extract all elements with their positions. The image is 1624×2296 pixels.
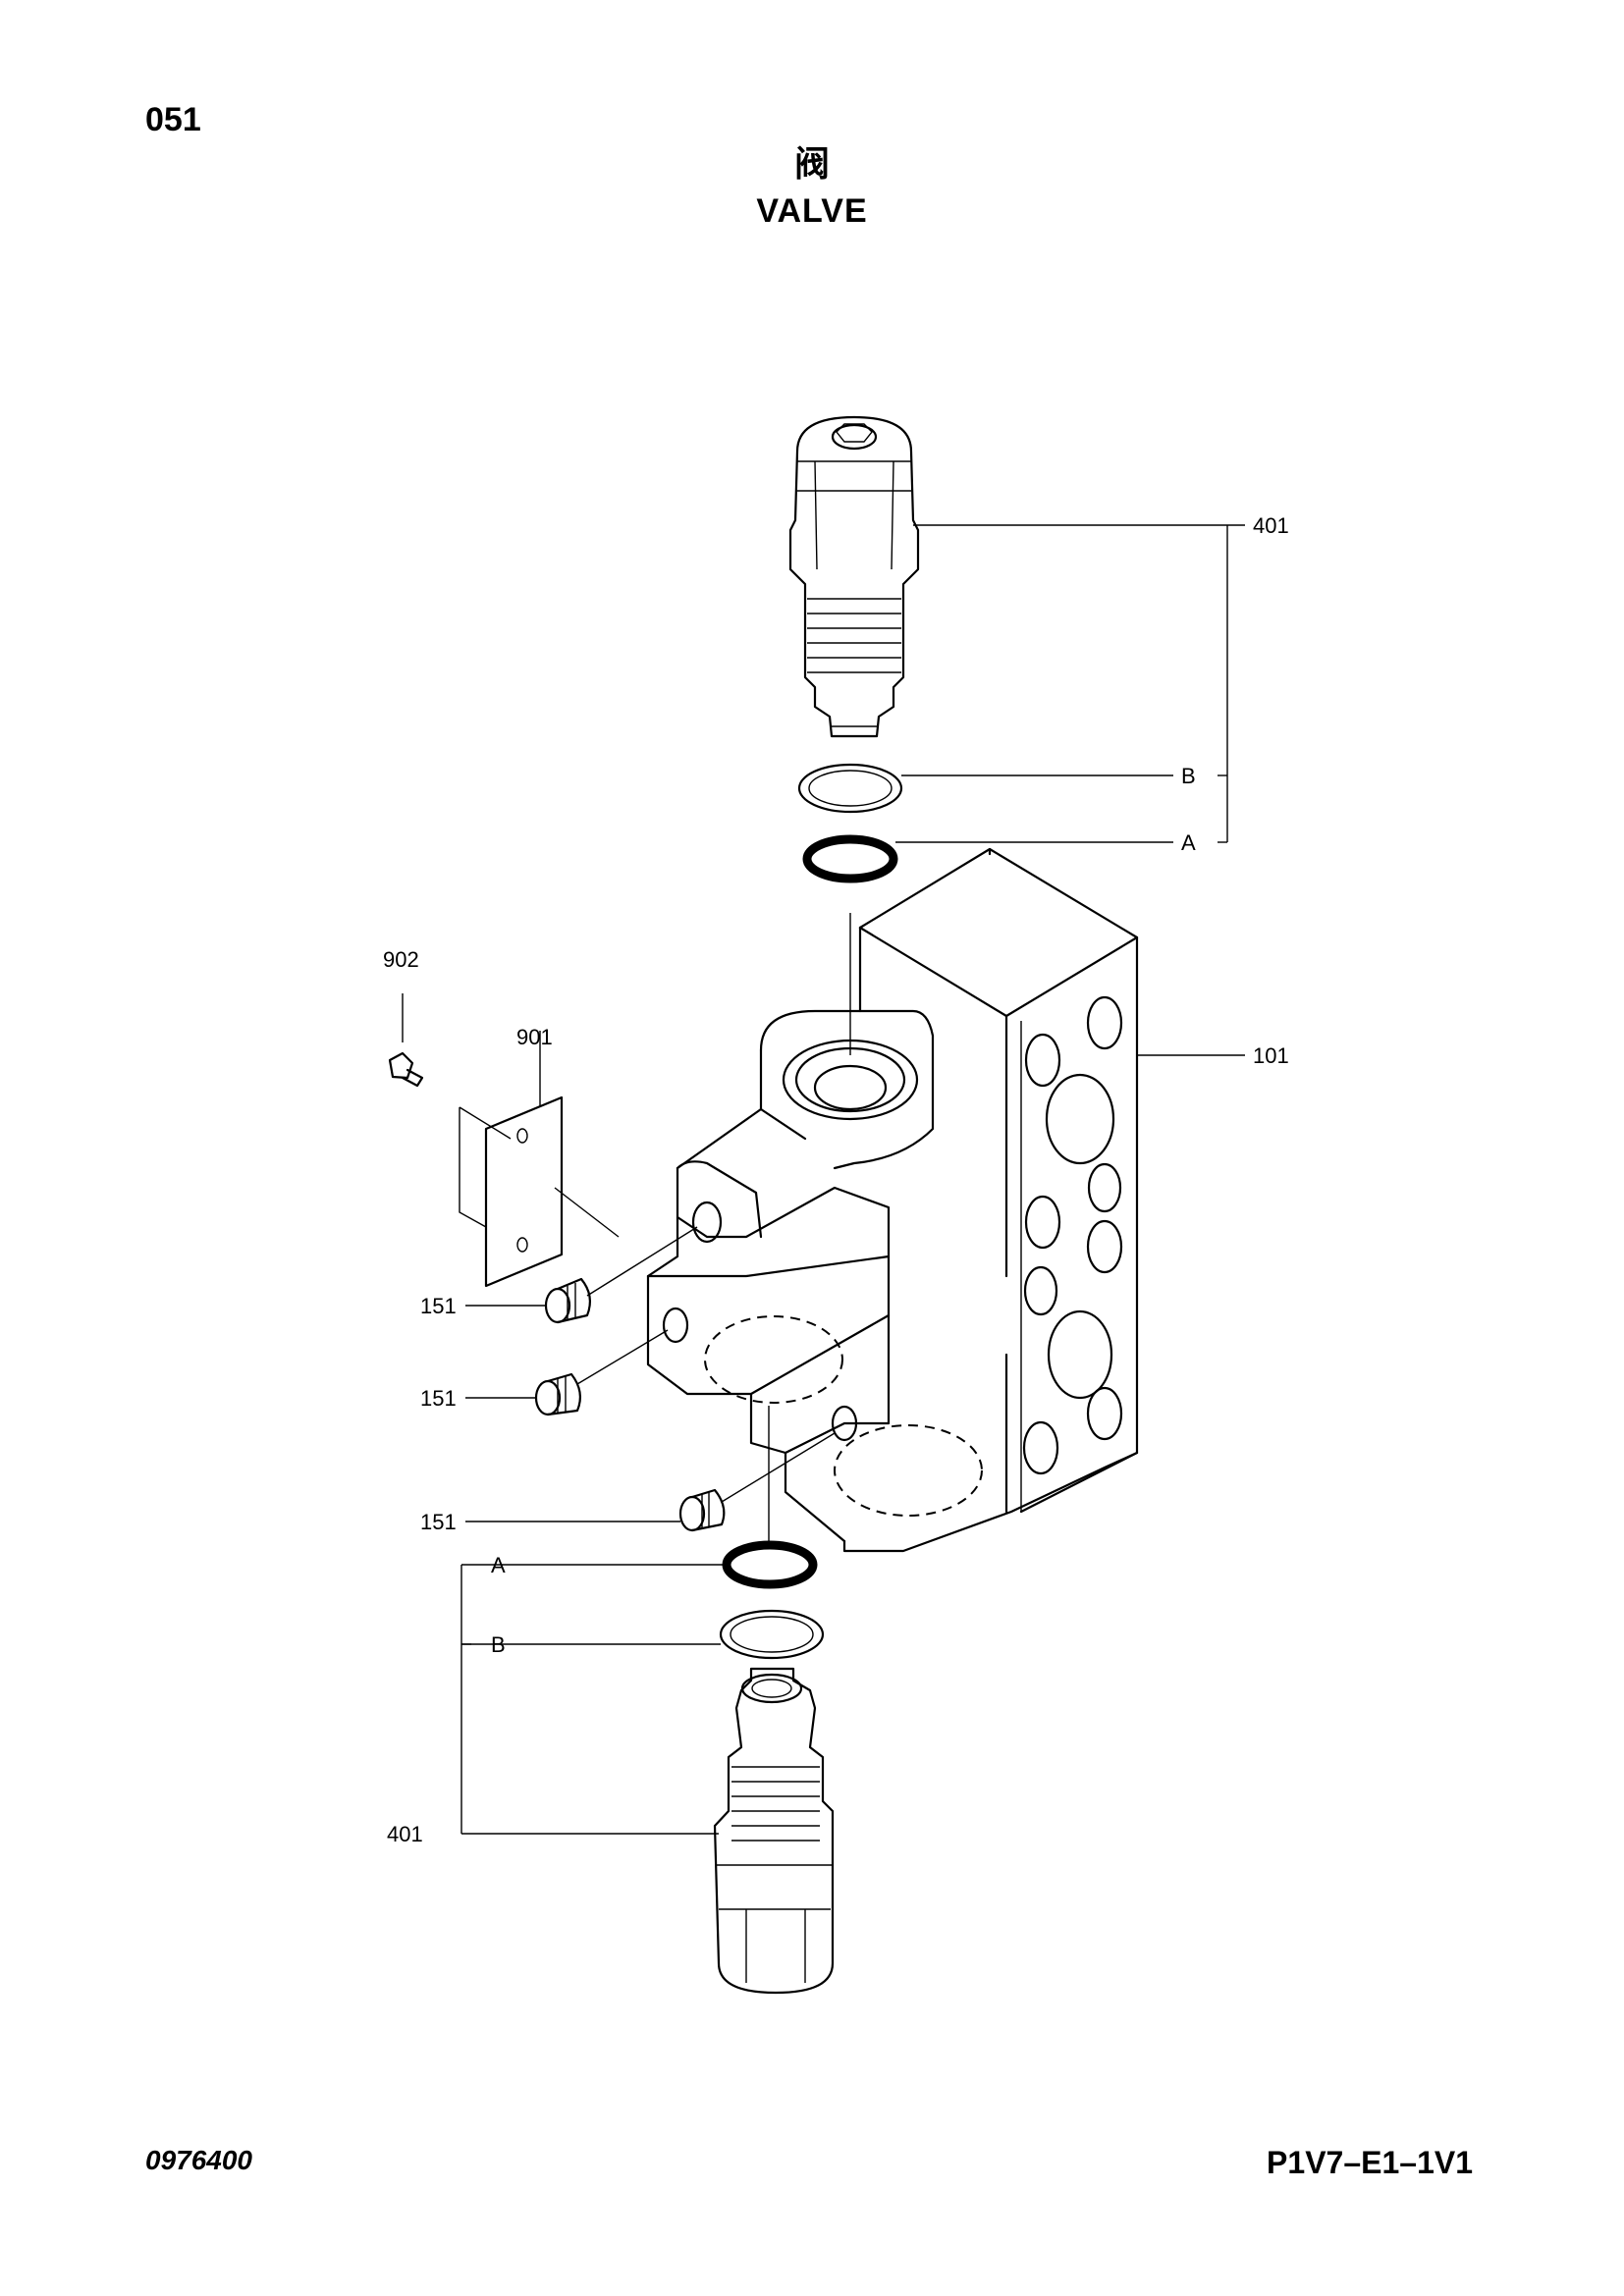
- callout-plug-2: 151: [420, 1386, 457, 1411]
- callout-screw: 902: [383, 947, 419, 972]
- backup-ring-top: [797, 763, 903, 814]
- callout-cover-plate: 901: [516, 1025, 553, 1049]
- title-english: VALVE: [756, 192, 868, 230]
- plug-3: [678, 1488, 726, 1532]
- relief-valve-top: [788, 415, 920, 738]
- callout-backup-ring-bottom: B: [491, 1632, 506, 1657]
- part-code: P1V7–E1–1V1: [1267, 2145, 1473, 2180]
- o-ring-bottom: [722, 1540, 818, 1589]
- backup-ring-bottom: [719, 1609, 825, 1660]
- valve-body: [646, 847, 1139, 1553]
- callout-valve-body: 101: [1253, 1043, 1289, 1068]
- callout-relief-valve-top: 401: [1253, 513, 1289, 538]
- cover-plate: [484, 1095, 564, 1288]
- plug-1: [544, 1277, 592, 1324]
- callout-backup-ring-top: B: [1181, 764, 1196, 788]
- plug-2: [534, 1372, 582, 1416]
- title-chinese: 阀: [793, 143, 830, 184]
- callout-relief-valve-bottom: 401: [387, 1822, 423, 1846]
- screw: [388, 1051, 424, 1088]
- relief-valve-bottom: [713, 1667, 835, 1995]
- callout-plug-1: 151: [420, 1294, 457, 1318]
- o-ring-top: [802, 834, 898, 883]
- document-code: 0976400: [145, 2145, 253, 2175]
- callout-o-ring-top: A: [1181, 830, 1196, 855]
- callout-plug-3: 151: [420, 1510, 457, 1534]
- page-number: 051: [145, 101, 201, 138]
- callout-o-ring-bottom: A: [491, 1553, 506, 1577]
